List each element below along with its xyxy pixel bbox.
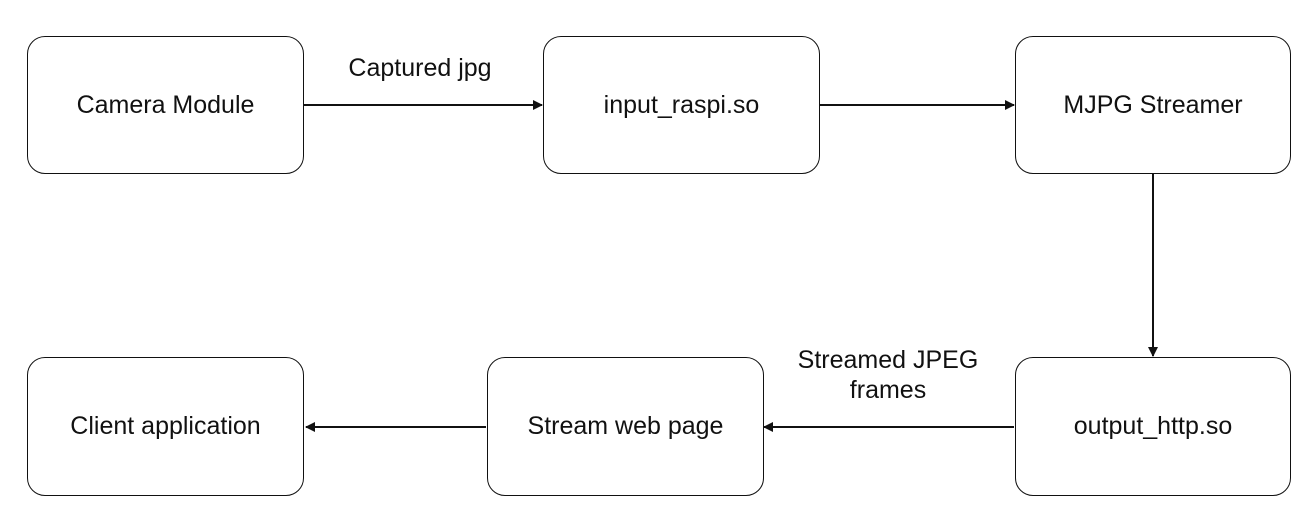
streamed-frames-line2: frames (849, 376, 927, 404)
input-raspi-node: input_raspi.so (543, 36, 820, 174)
output-http-label: output_http.so (1073, 412, 1233, 440)
stream-web-page-node: Stream web page (487, 357, 764, 496)
mjpg-streamer-label: MJPG Streamer (1063, 90, 1243, 119)
client-application-node: Client application (27, 357, 304, 496)
client-application-label: Client application (70, 412, 261, 440)
camera-module-node: Camera Module (27, 36, 304, 174)
streamed-frames-line1: Streamed JPEG (797, 346, 979, 374)
captured-jpg-text: Captured jpg (348, 54, 492, 82)
mjpg-streamer-node: MJPG Streamer (1015, 36, 1291, 174)
input-raspi-label: input_raspi.so (603, 90, 760, 119)
output-http-node: output_http.so (1015, 357, 1291, 496)
captured-jpg-label: Captured jpg (340, 53, 500, 83)
camera-module-label: Camera Module (76, 90, 255, 119)
stream-web-page-label: Stream web page (527, 412, 724, 440)
streamed-frames-label: Streamed JPEG frames (778, 345, 998, 405)
